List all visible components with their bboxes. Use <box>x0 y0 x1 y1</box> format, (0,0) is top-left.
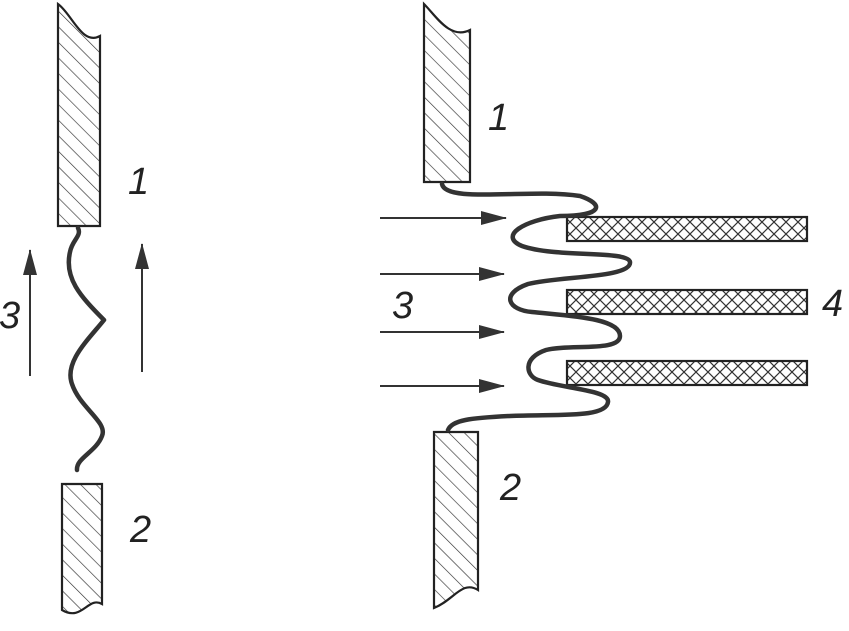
left-label-electrode-bottom: 2 <box>129 509 151 551</box>
plate-top <box>565 215 809 243</box>
left-arc-wire <box>66 225 107 473</box>
left-bottom-electrode <box>60 482 104 615</box>
plate-bottom <box>565 359 809 387</box>
right-label-electrode-bottom: 2 <box>499 467 521 509</box>
left-label-flow: 3 <box>0 295 20 337</box>
left-figure: 1 2 3 <box>0 1 151 615</box>
right-figure: 1 2 3 4 <box>380 1 843 610</box>
left-top-electrode <box>56 1 102 228</box>
right-top-electrode <box>422 1 472 184</box>
right-label-plates: 4 <box>822 283 843 325</box>
right-label-electrode-top: 1 <box>488 97 509 139</box>
right-bottom-electrode <box>432 430 480 610</box>
left-label-electrode-top: 1 <box>128 161 149 203</box>
plate-middle <box>565 288 809 316</box>
right-label-flow: 3 <box>392 285 413 327</box>
right-arc-wire <box>439 181 633 433</box>
